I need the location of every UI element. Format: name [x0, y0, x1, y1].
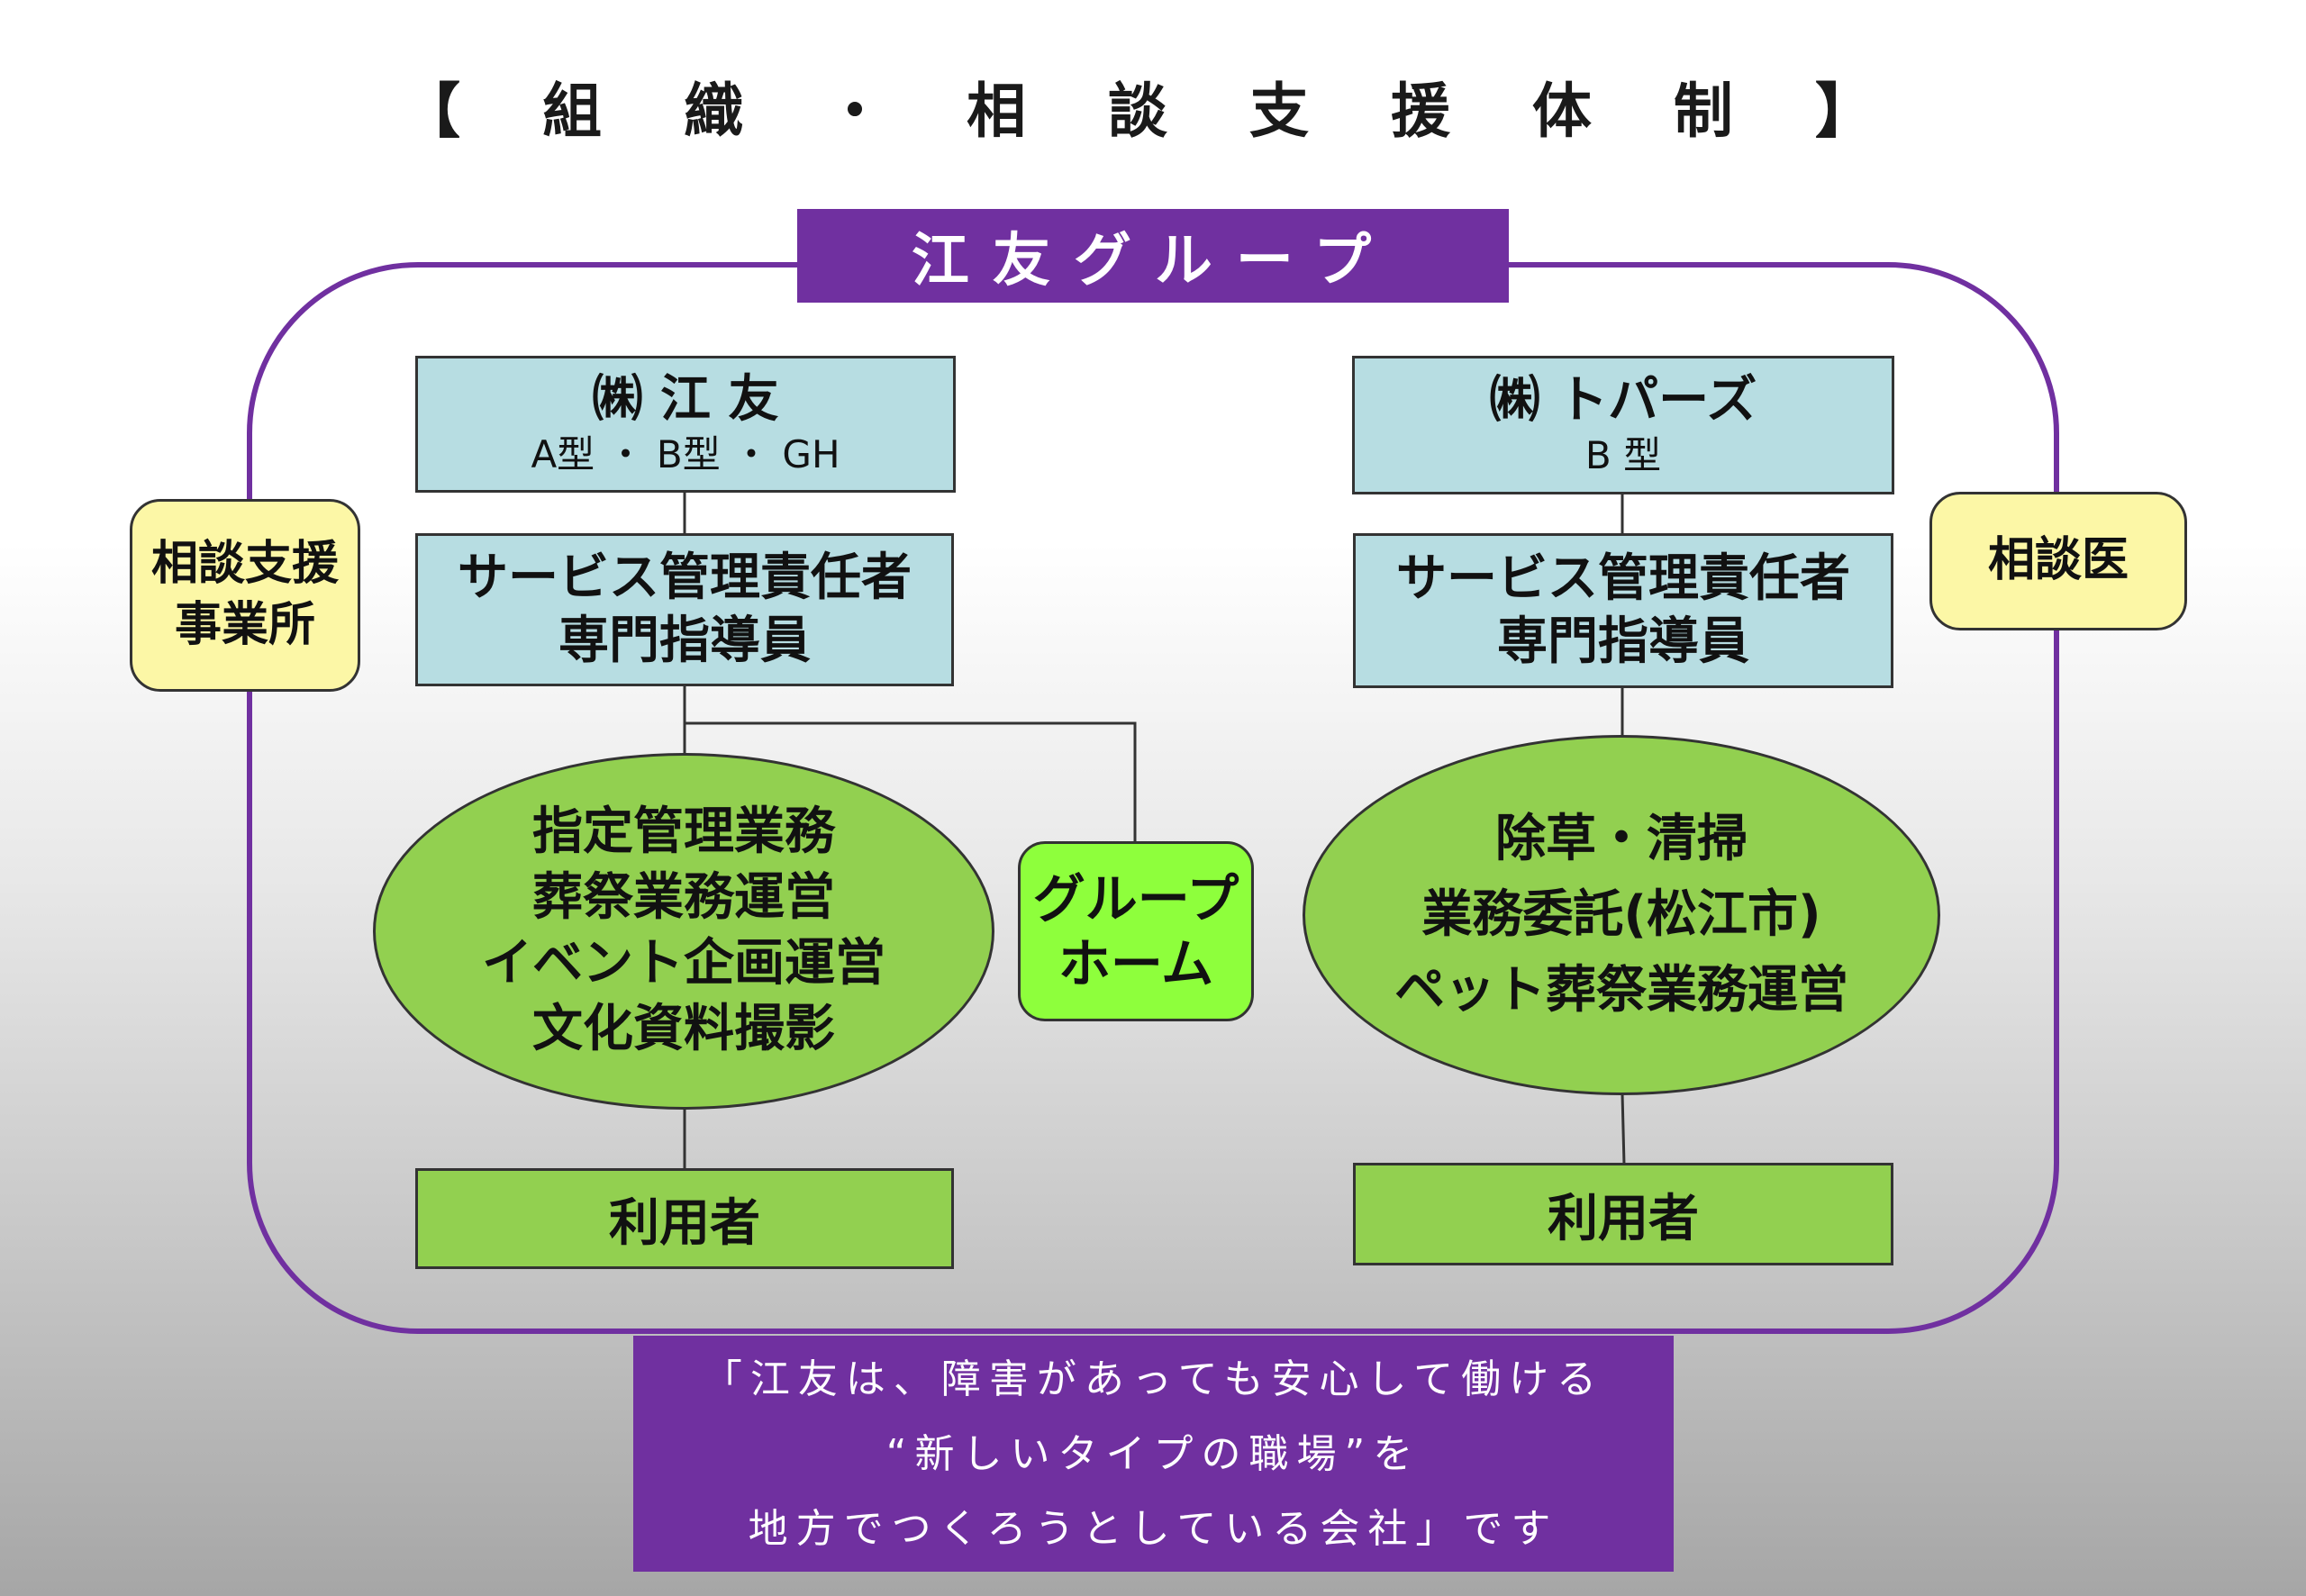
service-manager-title-right: サービス管理責任者: [1396, 549, 1850, 608]
activity-item: 指定管理業務: [532, 803, 835, 862]
message-line: 地方でつくろうとしている会社」です: [748, 1505, 1559, 1552]
group-label-text: 江友グループ: [911, 228, 1395, 295]
message-line: 「江友は、障害があっても安心して働ける: [702, 1356, 1605, 1402]
specialist-instructor-right: 専門指導員: [1497, 612, 1749, 671]
diagram-title: 【 組 織 ・ 相 談 支 援 体 制 】: [401, 77, 1905, 146]
consultation-office-box: 相談支援 事業所: [130, 499, 360, 692]
users-box-right: 利用者: [1353, 1163, 1893, 1265]
activities-ellipse-left: 指定管理業務 葬祭業務運営 イベント企画運営 文化資料撮影: [373, 753, 994, 1110]
users-label-left: 利用者: [609, 1193, 760, 1253]
company-name-right: ㈱ トパーズ: [1489, 370, 1757, 430]
activity-item: 葬祭業務運営: [532, 868, 835, 928]
users-box-left: 利用者: [415, 1168, 954, 1269]
company-types-right: B 型: [1584, 433, 1662, 477]
consultation-doctor-box: 相談医: [1929, 492, 2187, 630]
connector-right-activities-to-users: [1621, 1093, 1626, 1165]
company-name-left: ㈱ 江 友: [592, 369, 779, 429]
service-manager-box-left: サービス管理責任者 専門指導員: [415, 533, 954, 686]
consultation-doctor-label: 相談医: [1987, 533, 2129, 588]
group-home-line: ホーム: [1058, 933, 1214, 994]
company-types-left: A型 ・ B型 ・ GH: [531, 432, 840, 476]
group-home-box: グループ ホーム: [1018, 841, 1254, 1021]
service-manager-title-left: サービス管理責任者: [458, 549, 912, 607]
consultation-office-line: 事業所: [174, 598, 315, 652]
specialist-instructor-left: 専門指導員: [558, 612, 811, 670]
activity-item: 文化資料撮影: [532, 999, 835, 1058]
consultation-office-line: 相談支援: [150, 537, 339, 592]
group-label: 江友グループ: [797, 209, 1509, 303]
activity-item: 除草・清掃: [1495, 810, 1748, 868]
activity-item: 業務委託(松江市): [1421, 885, 1821, 944]
activity-item: ペット葬祭業務運営: [1394, 961, 1848, 1020]
users-label-right: 利用者: [1548, 1189, 1699, 1248]
company-box-right: ㈱ トパーズ B 型: [1352, 356, 1894, 494]
message-line: “新しいタイプの職場”を: [885, 1430, 1421, 1477]
company-box-left: ㈱ 江 友 A型 ・ B型 ・ GH: [415, 356, 956, 493]
company-message-box: 「江友は、障害があっても安心して働ける “新しいタイプの職場”を 地方でつくろう…: [633, 1336, 1674, 1572]
group-home-line: グループ: [1032, 867, 1239, 929]
connector-left-manager-to-group-home: [685, 721, 1137, 843]
service-manager-box-right: サービス管理責任者 専門指導員: [1353, 533, 1893, 688]
activities-ellipse-right: 除草・清掃 業務委託(松江市) ペット葬祭業務運営: [1303, 735, 1940, 1095]
activity-item: イベント企画運営: [482, 934, 885, 993]
